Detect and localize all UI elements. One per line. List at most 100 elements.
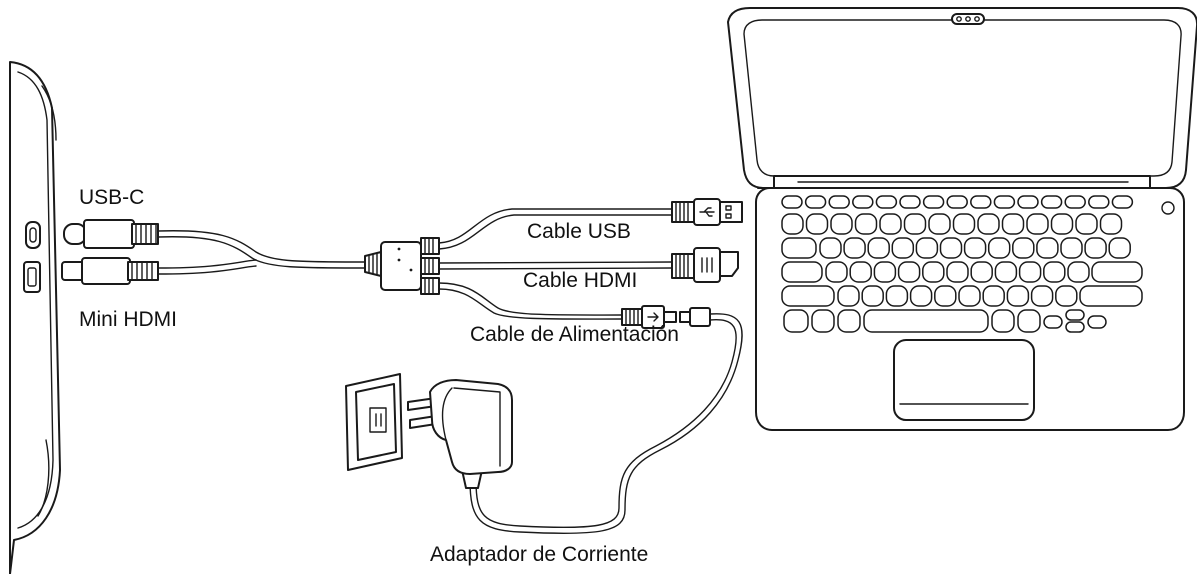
shift-key: [1079, 285, 1143, 307]
keyboard-key: [811, 309, 835, 333]
function-key: [1017, 195, 1039, 209]
mini-hdmi-port: [23, 261, 41, 293]
keyboard-key: [922, 261, 945, 283]
keyboard-key: [1043, 261, 1066, 283]
usb-icon: [699, 207, 715, 217]
keyboard-key: [783, 309, 809, 333]
arrow-key: [1065, 321, 1085, 333]
caps-key: [781, 261, 823, 283]
keyboard-key: [994, 261, 1018, 283]
usb-c-port: [25, 221, 41, 249]
keyboard-key: [1012, 237, 1035, 259]
keyboard-key: [825, 261, 848, 283]
keyboard-key: [879, 213, 902, 235]
usb-c-plug: [63, 219, 159, 249]
keyboard-key: [1001, 213, 1025, 235]
keyboard-key: [1017, 309, 1041, 333]
usb-cable: [438, 198, 743, 250]
keyboard-key: [952, 213, 976, 235]
function-key: [1111, 195, 1134, 209]
arrow-key: [1065, 309, 1085, 321]
keyboard-key: [939, 237, 963, 259]
keyboard-key: [977, 213, 1000, 235]
function-key: [804, 195, 827, 209]
keyboard-key: [867, 237, 890, 259]
function-key: [970, 195, 992, 209]
keyboard-key: [934, 285, 957, 307]
function-key: [852, 195, 874, 209]
keyboard-key: [873, 261, 897, 283]
keyboard-key: [1084, 237, 1107, 259]
keyboard-key: [1036, 237, 1059, 259]
function-key: [1064, 195, 1086, 209]
keyboard-key: [843, 237, 866, 259]
space-key: [863, 309, 989, 333]
keyboard-key: [963, 237, 987, 259]
keyboard-key: [970, 261, 993, 283]
keyboard-key: [915, 237, 939, 259]
keyboard-key: [891, 237, 915, 259]
cable-splitter: [364, 237, 440, 295]
keyboard-key: [837, 285, 860, 307]
keyboard-key: [928, 213, 951, 235]
arrow-key: [1043, 315, 1063, 329]
function-key: [922, 195, 945, 209]
keyboard-key: [837, 309, 861, 333]
keyboard-key: [991, 309, 1015, 333]
label-usb-c: USB-C: [79, 186, 145, 209]
function-key: [1040, 195, 1063, 209]
keyboard-key: [1026, 213, 1049, 235]
hdmi-cable: [438, 247, 739, 283]
keyboard-key: [897, 261, 921, 283]
power-cable: [438, 282, 743, 535]
function-key: [781, 195, 803, 209]
keyboard-key: [1055, 285, 1078, 307]
power-icon: [647, 312, 659, 322]
label-mini-hdmi: Mini HDMI: [79, 308, 177, 331]
keyboard-key: [830, 213, 853, 235]
label-power-adapter: Adaptador de Corriente: [430, 543, 649, 566]
arrow-key: [1087, 315, 1107, 329]
function-key: [828, 195, 850, 209]
keyboard-key: [849, 261, 872, 283]
keyboard-key: [903, 213, 927, 235]
pen-display: [9, 61, 61, 574]
function-key: [946, 195, 968, 209]
enter-key: [1091, 261, 1143, 283]
input-cables: [157, 230, 366, 275]
keyboard-key: [1006, 285, 1030, 307]
keyboard-key: [946, 261, 969, 283]
keyboard: [781, 195, 1143, 333]
keyboard-key: [885, 285, 909, 307]
keyboard-key: [909, 285, 933, 307]
keyboard-key: [819, 237, 842, 259]
keyboard-key: [805, 213, 829, 235]
keyboard-key: [1030, 285, 1054, 307]
mini-hdmi-plug: [61, 257, 159, 285]
keyboard-key: [781, 213, 804, 235]
laptop: [727, 7, 1197, 431]
power-adapter: [407, 379, 513, 475]
keyboard-key: [854, 213, 878, 235]
keyboard-key: [958, 285, 981, 307]
function-key: [899, 195, 921, 209]
shift-key: [781, 285, 835, 307]
label-cable-power: Cable de Alimentación: [470, 323, 679, 346]
tab-key: [781, 237, 817, 259]
keyboard-key: [982, 285, 1005, 307]
keyboard-key: [1060, 237, 1083, 259]
wall-socket: [345, 373, 403, 471]
keyboard-key: [1075, 213, 1098, 235]
label-cable-hdmi: Cable HDMI: [523, 269, 638, 292]
keyboard-key: [1099, 213, 1123, 235]
function-key: [1088, 195, 1110, 209]
function-key: [875, 195, 898, 209]
keyboard-key: [987, 237, 1011, 259]
keyboard-key: [1067, 261, 1090, 283]
keyboard-key: [1108, 237, 1131, 259]
keyboard-key: [1018, 261, 1042, 283]
keyboard-key: [1050, 213, 1074, 235]
function-key: [993, 195, 1016, 209]
keyboard-key: [861, 285, 884, 307]
